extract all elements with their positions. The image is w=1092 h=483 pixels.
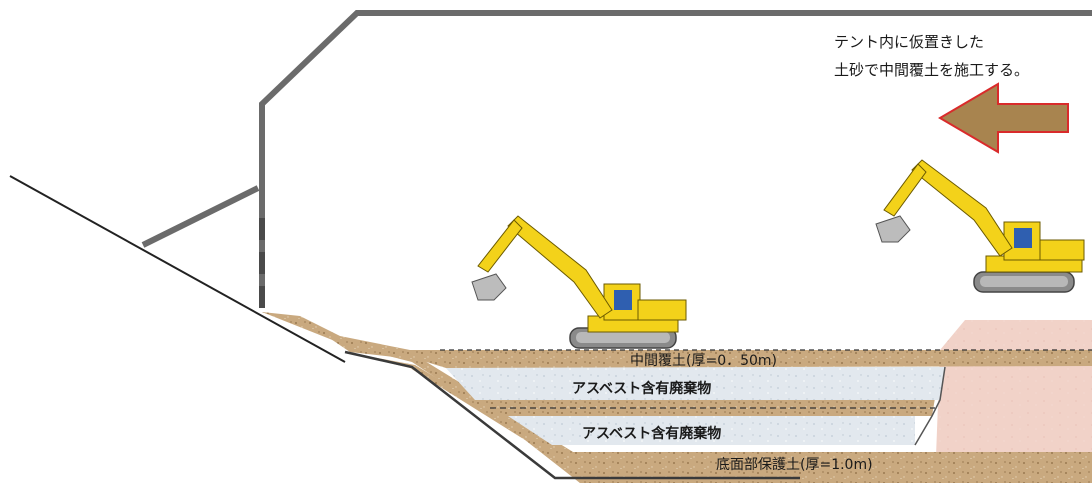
label-intermediate-cover: 中間覆土(厚=0．50m) [630, 353, 777, 369]
tent-brace [141, 185, 260, 248]
ground-slope-line [9, 175, 346, 363]
left-arrow-icon [938, 82, 1069, 154]
annotation-line2: 土砂で中間覆土を施工する。 [834, 61, 1029, 79]
label-asbestos-upper: アスベスト含有廃棄物 [572, 380, 711, 397]
asbestos-upper-layer [445, 367, 945, 400]
label-asbestos-lower: アスベスト含有廃棄物 [582, 425, 721, 442]
label-bottom-protection: 底面部保護土(厚=1.0m) [716, 457, 873, 473]
bottom-protection-layer-band [345, 352, 1092, 483]
mid-separator-layer [470, 398, 935, 416]
asbestos-lower-layer [505, 414, 915, 445]
excavator-icon [875, 159, 1085, 293]
tent-frame [259, 10, 1092, 308]
annotation-line1: テント内に仮置きした [834, 33, 984, 51]
liner-bottom-line [344, 350, 800, 480]
excavator-icon [471, 215, 687, 349]
intermediate-cover-layer [262, 312, 1092, 368]
